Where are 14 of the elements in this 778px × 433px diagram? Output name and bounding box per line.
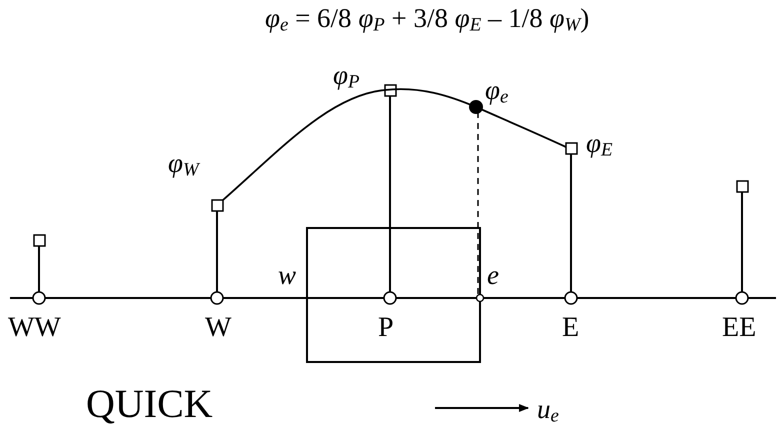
variable-label: φ$_{W}$: [168, 150, 199, 177]
face-label: w: [278, 262, 296, 289]
scheme-title: QUICK: [86, 384, 213, 424]
face-label: e: [487, 262, 499, 289]
variable-label: φ$_{P}$: [333, 62, 360, 89]
grid-point-label: EE: [722, 314, 756, 342]
grid-point-label: E: [562, 314, 580, 342]
grid-point-label: W: [205, 314, 232, 342]
equation: φ$_{e}$ = 6/8 φ$_{P}$ + 3/8 φ$_{E}$ – 1/8 φ$_{W}$): [265, 5, 590, 32]
velocity-label: u$_{e}$: [537, 396, 559, 423]
grid-point-label: P: [378, 314, 394, 342]
variable-label: φ$_{e}$: [485, 77, 508, 104]
grid-point-label: WW: [8, 314, 61, 342]
variable-label: φ$_{E}$: [586, 130, 612, 157]
